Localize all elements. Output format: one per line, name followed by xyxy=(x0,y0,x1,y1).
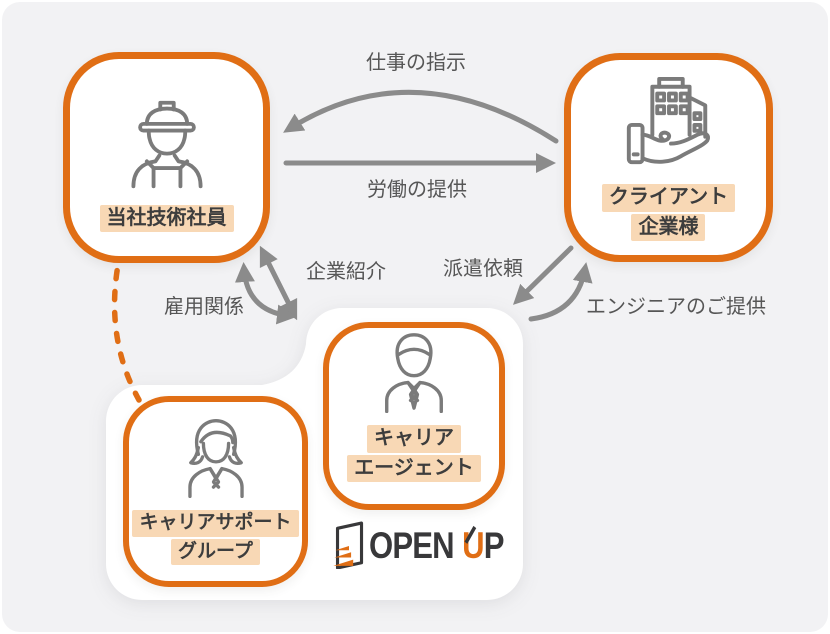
arrow-company-introduction xyxy=(259,245,298,321)
dashed-support-link xyxy=(111,247,142,403)
node-career-support-label: キャリアサポート グループ xyxy=(132,508,299,565)
arrow-engineer-provision xyxy=(528,262,593,322)
openup-logo: OPEN U P xyxy=(333,521,529,569)
label-employment-relationship: 雇用関係 xyxy=(164,296,244,318)
open-door-logo-icon xyxy=(333,521,364,569)
node-employee-label-line: 当社技術社員 xyxy=(99,204,234,232)
node-client-label-line1: クライアント xyxy=(601,184,736,212)
label-engineer-provision: エンジニアのご提供 xyxy=(586,296,766,318)
node-client-label-line2: 企業様 xyxy=(631,213,706,241)
label-company-introduction: 企業紹介 xyxy=(306,261,386,283)
arrow-job-instructions xyxy=(283,89,559,144)
node-client: クライアント 企業様 xyxy=(564,53,773,262)
arrow-dispatch-request xyxy=(513,245,574,305)
node-employee-label: 当社技術社員 xyxy=(99,203,234,232)
node-career-agent-label: キャリア エージェント xyxy=(347,423,481,482)
node-career-support: キャリアサポート グループ xyxy=(123,396,308,587)
node-career-support-label-line1: キャリアサポート xyxy=(132,510,299,537)
building-in-hand-icon xyxy=(626,77,710,165)
label-dispatch-request: 派遣依頼 xyxy=(443,258,523,280)
node-career-agent-label-line2: エージェント xyxy=(347,454,481,482)
label-job-instructions: 仕事の指示 xyxy=(366,52,466,74)
construction-worker-icon xyxy=(130,100,203,188)
career-agent-icon xyxy=(385,333,443,414)
label-labor-provision: 労働の提供 xyxy=(367,179,467,201)
node-client-label: クライアント 企業様 xyxy=(601,182,736,241)
arrow-employment-relationship xyxy=(234,262,297,325)
logo-word-open: OPEN xyxy=(369,524,455,566)
node-career-agent-label-line1: キャリア xyxy=(366,425,461,453)
node-employee: 当社技術社員 xyxy=(63,52,270,263)
career-support-icon xyxy=(187,419,244,499)
node-career-agent: キャリア エージェント xyxy=(323,322,505,510)
openup-logo-text: OPEN U P xyxy=(369,527,504,564)
logo-letter-u: U xyxy=(462,524,484,566)
logo-letter-p: P xyxy=(483,524,505,566)
node-career-support-label-line2: グループ xyxy=(171,538,260,565)
